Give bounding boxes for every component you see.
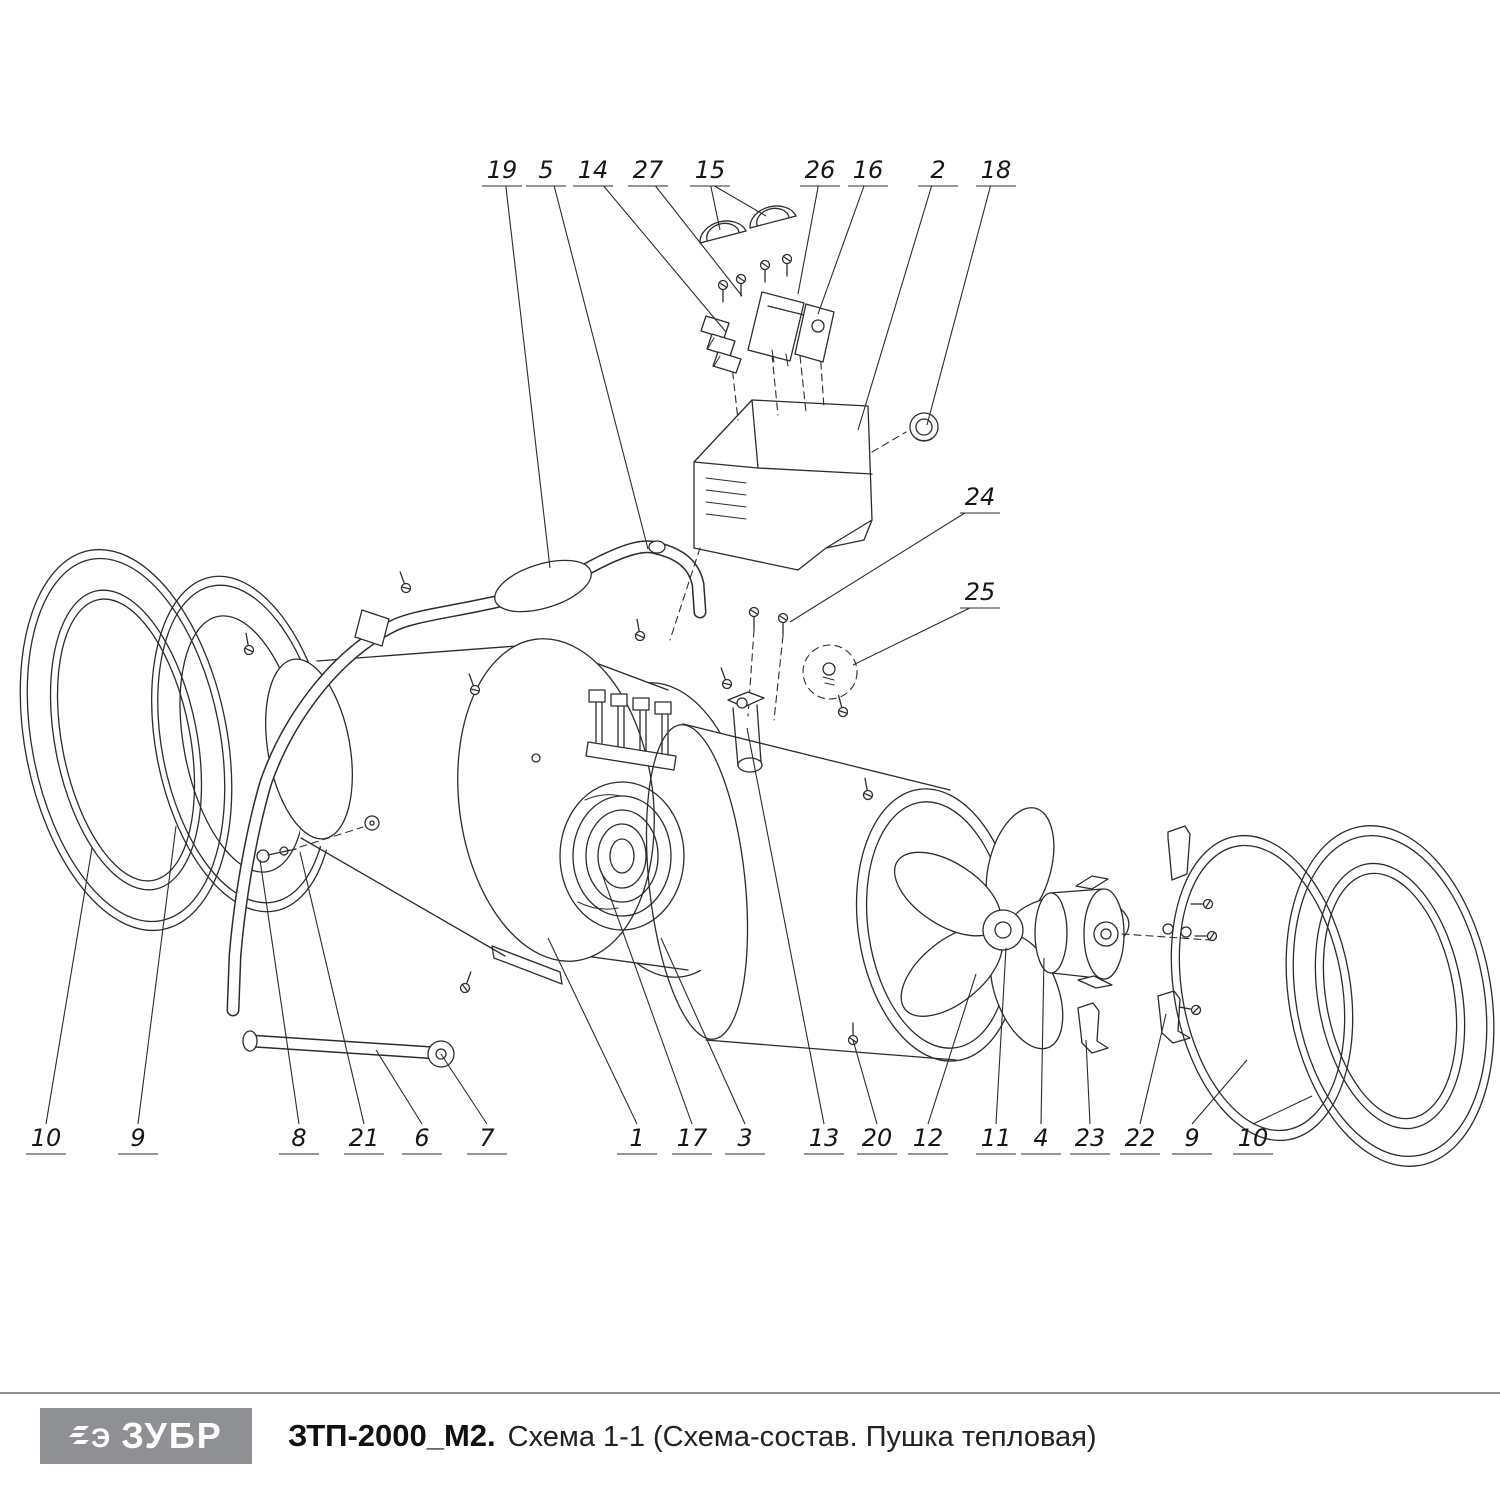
leader-line-10 (45, 847, 93, 1125)
handle-clamp (240, 569, 413, 863)
washer (1162, 923, 1174, 935)
outer-casing (645, 665, 1021, 1062)
callout-5: 5 (538, 156, 553, 184)
scheme-caption: Схема 1-1 (Схема-состав. Пушка тепловая) (507, 1421, 1097, 1453)
leader-line-7 (440, 1053, 488, 1125)
leader-line-9 (1191, 1059, 1248, 1125)
callout-8: 8 (291, 1124, 306, 1152)
callout-10: 10 (1238, 1124, 1269, 1152)
footer: Э ЗУБР ЗТП-2000_М2. Схема 1-1 (Схема-сос… (0, 1392, 1500, 1464)
leader-line-13 (746, 727, 825, 1125)
thermostat (794, 303, 835, 363)
leader-line-17 (600, 870, 693, 1125)
leader-line-10 (1252, 1095, 1313, 1125)
leader-line-5 (553, 185, 649, 550)
callout-7: 7 (479, 1124, 495, 1152)
callout-17: 17 (677, 1124, 708, 1152)
leader-line-9 (137, 825, 177, 1125)
handle-grip (494, 559, 592, 613)
brand-text: ЗУБР (121, 1415, 223, 1456)
terminal-block (700, 315, 742, 374)
leader-line-18 (926, 185, 992, 426)
callout-25: 25 (965, 578, 996, 606)
leader-lines (26, 185, 1313, 1155)
callout-18: 18 (981, 156, 1012, 184)
callout-9: 9 (130, 1124, 145, 1152)
leader-line-25 (852, 607, 971, 666)
grille-ring-outer-left (19, 548, 233, 932)
leader-line-22 (1139, 1013, 1167, 1125)
rocker-switch-body (747, 291, 805, 367)
leader-line-11 (995, 947, 1007, 1125)
model-number: ЗТП-2000_М2. (288, 1418, 496, 1453)
tube-end (648, 540, 666, 554)
callout-27: 27 (633, 156, 664, 184)
callout-11: 11 (981, 1124, 1012, 1152)
leader-line-1 (547, 937, 638, 1125)
callout-6: 6 (414, 1124, 429, 1152)
callout-14: 14 (578, 156, 609, 184)
leader-line-14 (603, 185, 727, 333)
callout-26: 26 (805, 156, 836, 184)
leader-line-26 (797, 185, 819, 295)
thermostat-port (727, 606, 789, 773)
control-box-cover (693, 399, 873, 571)
leader-line-3 (660, 937, 746, 1125)
callout-21: 21 (349, 1124, 380, 1152)
leader-line-12 (927, 973, 977, 1125)
leader-line-15 (714, 185, 767, 217)
plug-detail (802, 644, 858, 700)
leader-line-19 (505, 185, 551, 569)
capacitor (909, 412, 939, 442)
callout-4: 4 (1033, 1124, 1048, 1152)
callout-15: 15 (695, 156, 726, 184)
zubr-logo: Э ЗУБР (40, 1408, 252, 1464)
foot-tube (242, 1030, 455, 1068)
drawing-caption: ЗТП-2000_М2. Схема 1-1 (Схема-состав. Пу… (288, 1418, 1097, 1454)
leader-line-20 (852, 1039, 878, 1125)
leader-line-2 (857, 185, 933, 431)
leader-line-6 (375, 1049, 423, 1125)
grille-ring-inner-right (1170, 834, 1354, 1142)
grille-ring-outer-right (1285, 825, 1495, 1167)
leader-line-8 (259, 859, 300, 1125)
callout-19: 19 (487, 156, 518, 184)
callout-13: 13 (809, 1124, 840, 1152)
leader-line-24 (789, 512, 966, 623)
callout-12: 12 (913, 1124, 944, 1152)
motor (1034, 875, 1125, 989)
axis-line (1121, 933, 1211, 941)
logo-letter: Э (91, 1423, 110, 1451)
leader-line-21 (299, 851, 365, 1125)
callout-10: 10 (31, 1124, 62, 1152)
leader-line-15 (710, 185, 721, 231)
leader-line-27 (655, 185, 743, 297)
callout-20: 20 (862, 1124, 893, 1152)
callout-labels: 19 5 14 27 15 26 16 2 18 24 25 10 9 8 21 6 7 1 17 3 13 20 12 11… (31, 156, 1269, 1152)
washer (1180, 926, 1192, 938)
callout-1: 1 (629, 1124, 644, 1152)
rocker-switch-caps (699, 205, 797, 244)
callout-24: 24 (965, 483, 996, 511)
callout-16: 16 (853, 156, 884, 184)
switch-screws (717, 253, 793, 303)
callout-2: 2 (930, 156, 945, 184)
leader-line-23 (1085, 1039, 1091, 1125)
callout-23: 23 (1075, 1124, 1106, 1152)
callout-22: 22 (1125, 1124, 1156, 1152)
callout-9: 9 (1184, 1124, 1199, 1152)
leader-line-16 (817, 185, 865, 315)
leader-line-4 (1040, 957, 1045, 1125)
callout-3: 3 (737, 1124, 752, 1152)
zubr-logo-mark: Э (69, 1423, 110, 1451)
